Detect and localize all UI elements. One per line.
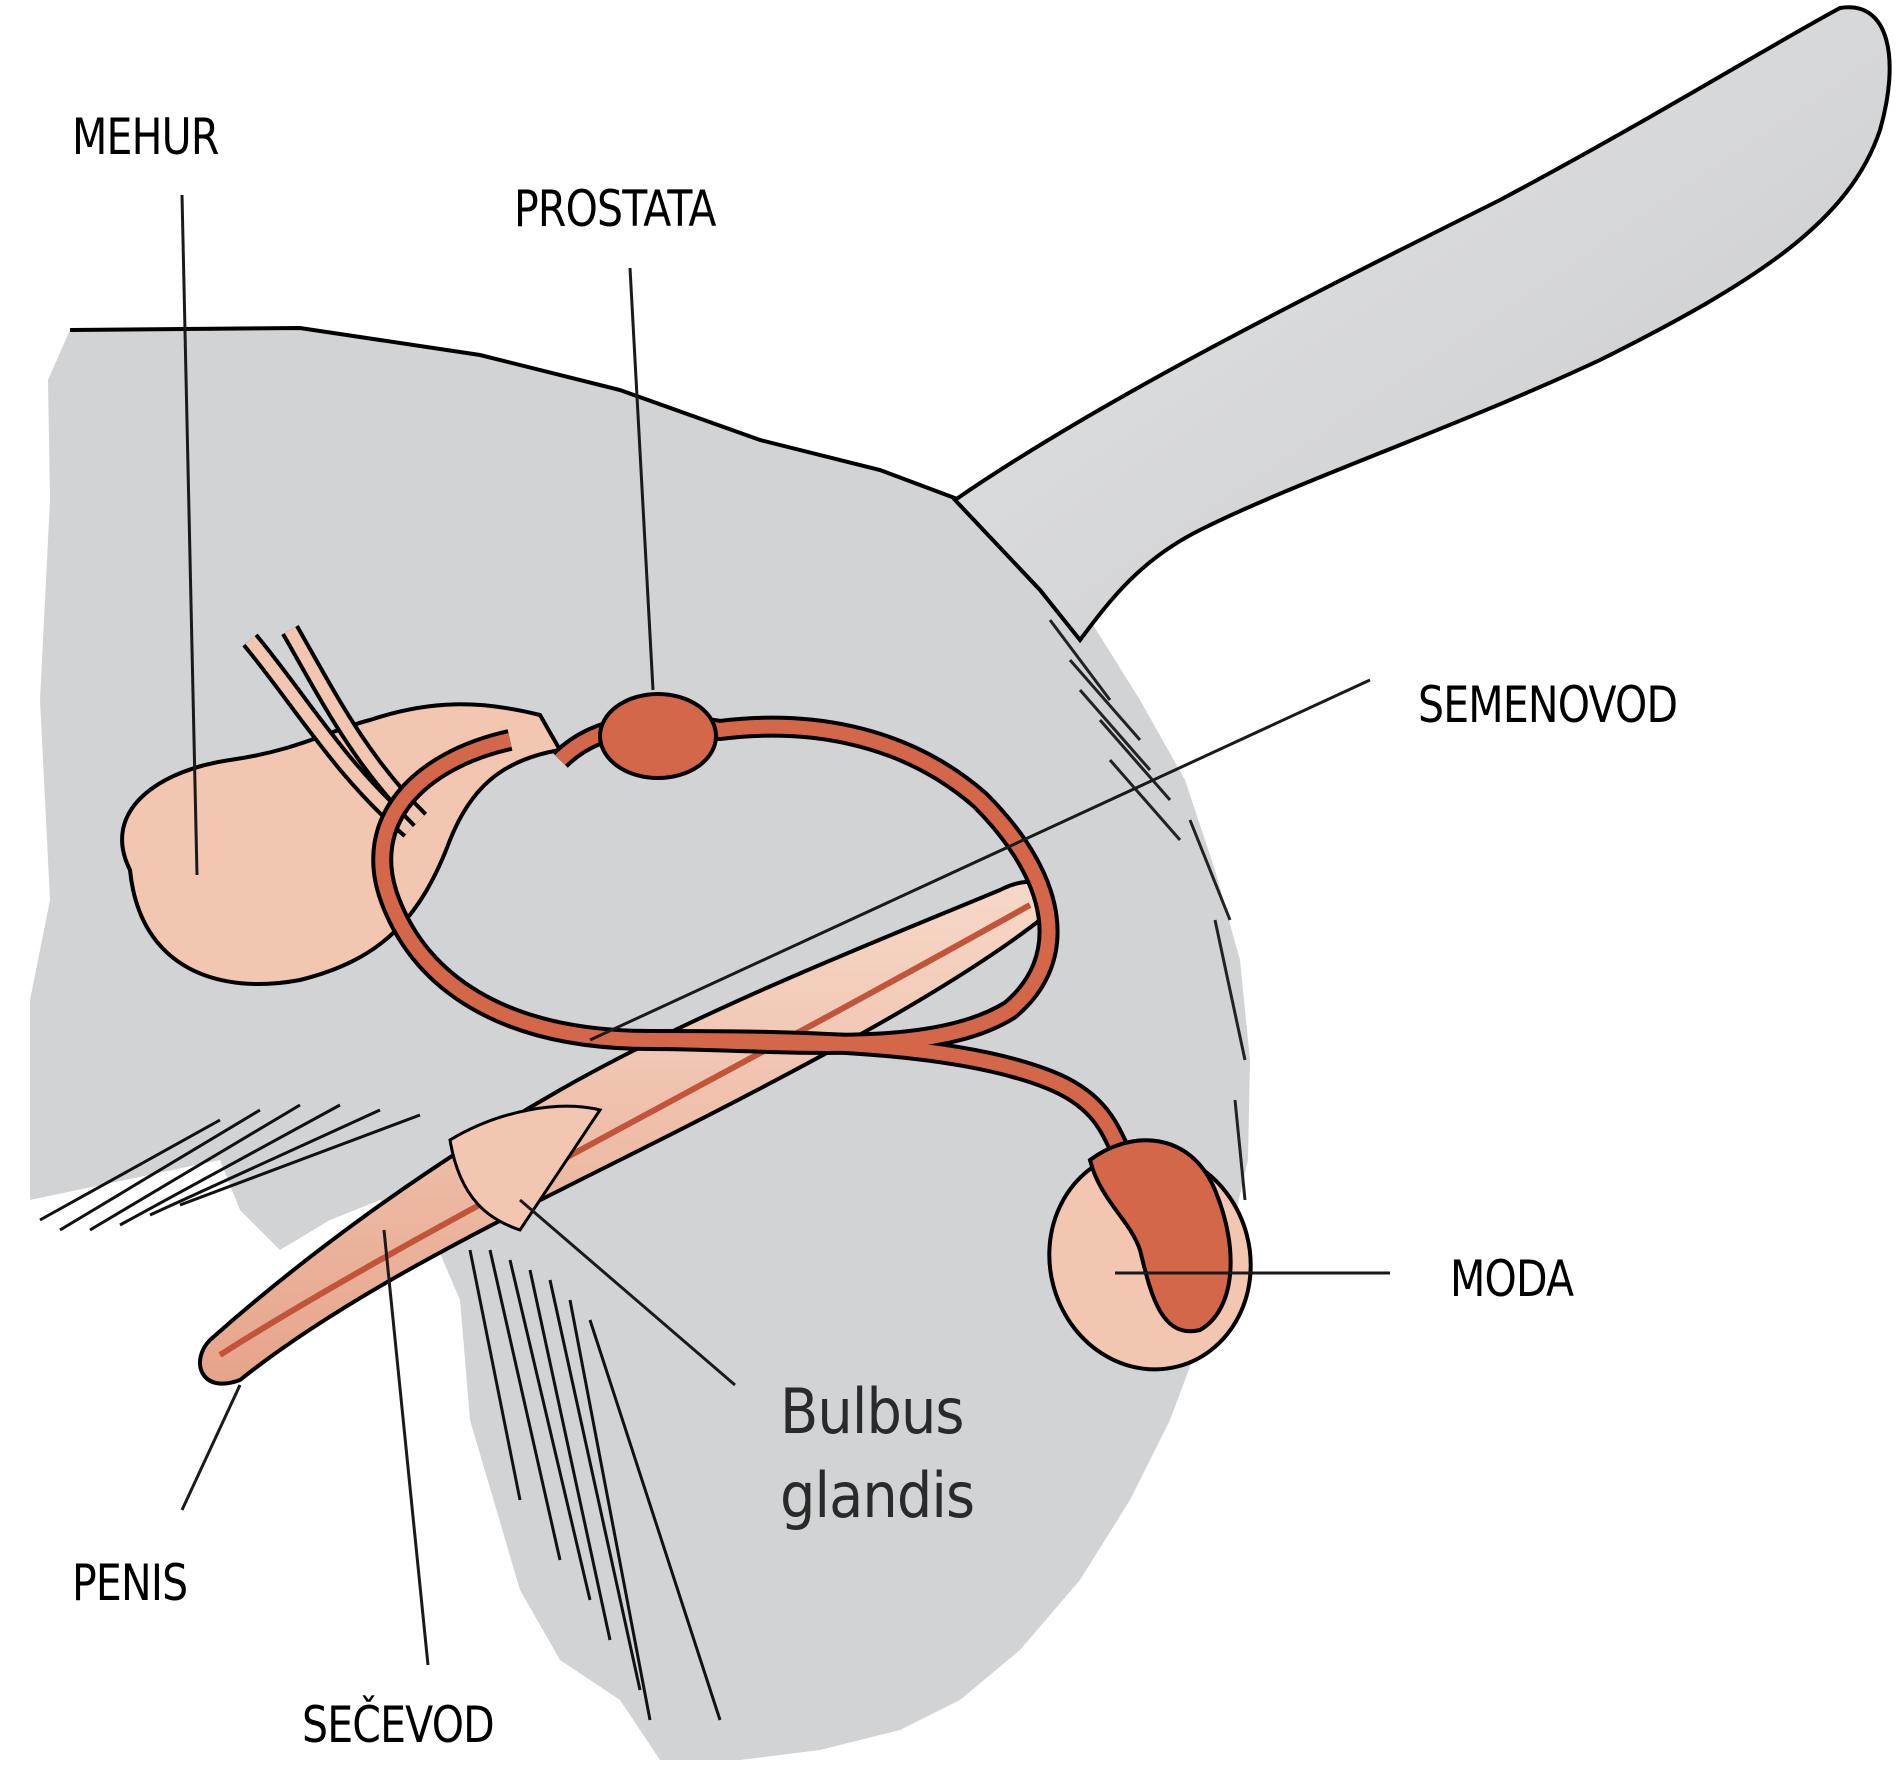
leader-mehur [180, 194, 199, 876]
leader-secevod [382, 1229, 430, 1666]
label-mehur: MEHUR [72, 108, 219, 166]
label-bulbus-line1: Bulbus [780, 1375, 965, 1448]
leader-bulbus [519, 1198, 736, 1387]
back-outline [69, 325, 961, 502]
testicle [1047, 1138, 1253, 1372]
label-moda: MODA [1450, 1250, 1574, 1308]
label-semenovod: SEMENOVOD [1418, 676, 1678, 734]
fur-tuft-belly [39, 1103, 421, 1232]
vas-deferens-fill [375, 717, 1127, 1154]
tail [951, 5, 1892, 644]
bulbus-glandis [448, 1104, 603, 1232]
label-bulbus-line2: glandis [780, 1458, 975, 1532]
leader-lines [180, 194, 1390, 1666]
label-bulbus-glandis: Bulbus glandis [780, 1370, 975, 1537]
label-prostata: PROSTATA [514, 180, 716, 238]
prostate [598, 692, 718, 780]
label-secevod: SEČEVOD [302, 1696, 495, 1754]
ureter [245, 636, 414, 835]
fur-tuft-sheath [468, 1249, 722, 1721]
leader-prostata [628, 267, 655, 691]
fur-strokes-tail-base [1048, 619, 1247, 1201]
label-penis: PENIS [72, 1554, 188, 1612]
leader-semenovod [589, 678, 1371, 1042]
leader-penis [180, 1384, 242, 1511]
